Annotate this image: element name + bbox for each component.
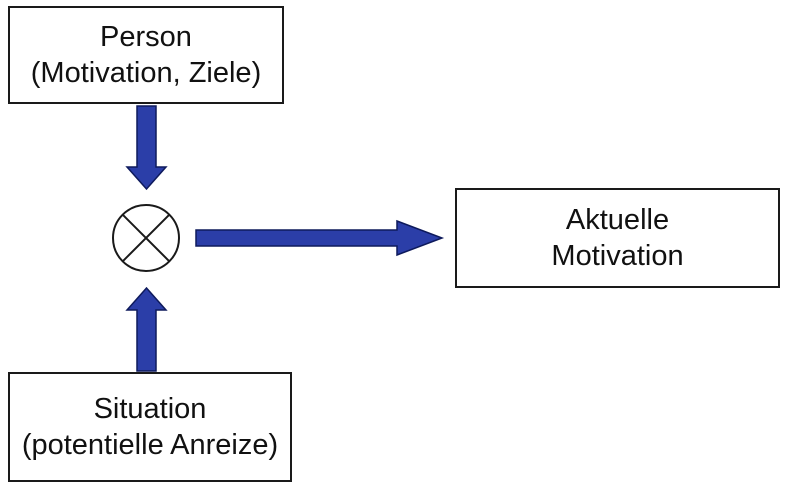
situation-subtitle: (potentielle Anreize) xyxy=(21,429,279,461)
person-box: Person (Motivation, Ziele) xyxy=(8,6,284,104)
arrow-situation-to-operator xyxy=(125,286,168,372)
circled-times-icon xyxy=(112,204,180,272)
arrow-person-to-operator xyxy=(125,105,168,191)
person-subtitle: (Motivation, Ziele) xyxy=(30,57,262,89)
aktuelle-motivation-box: Aktuelle Motivation xyxy=(455,188,780,288)
aktuelle-motivation-line2: Motivation xyxy=(551,240,684,272)
person-title: Person xyxy=(100,21,192,53)
situation-title: Situation xyxy=(93,393,207,425)
situation-box: Situation (potentielle Anreize) xyxy=(8,372,292,482)
arrow-operator-to-aktuelle-motivation xyxy=(195,219,445,257)
aktuelle-motivation-line1: Aktuelle xyxy=(565,204,670,236)
